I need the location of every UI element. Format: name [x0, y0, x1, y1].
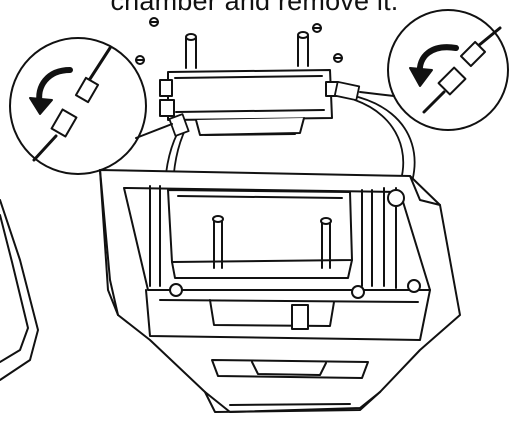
connector-icon: [422, 26, 502, 114]
screw-icon: [312, 23, 322, 33]
connector-icon: [32, 46, 112, 162]
removed-module: [159, 31, 339, 136]
detail-callout-right: [359, 9, 509, 131]
instruction-caption: chamber and remove it.: [110, 0, 399, 16]
screw-icon: [149, 17, 159, 27]
curved-arrow-icon: [29, 67, 73, 115]
chamber-housing: [99, 169, 461, 413]
screw-icon: [135, 55, 145, 65]
screw-icon: [333, 53, 343, 63]
detail-callout-left: [9, 37, 173, 175]
adjacent-housing: [0, 199, 39, 381]
curved-arrow-icon: [409, 44, 459, 87]
